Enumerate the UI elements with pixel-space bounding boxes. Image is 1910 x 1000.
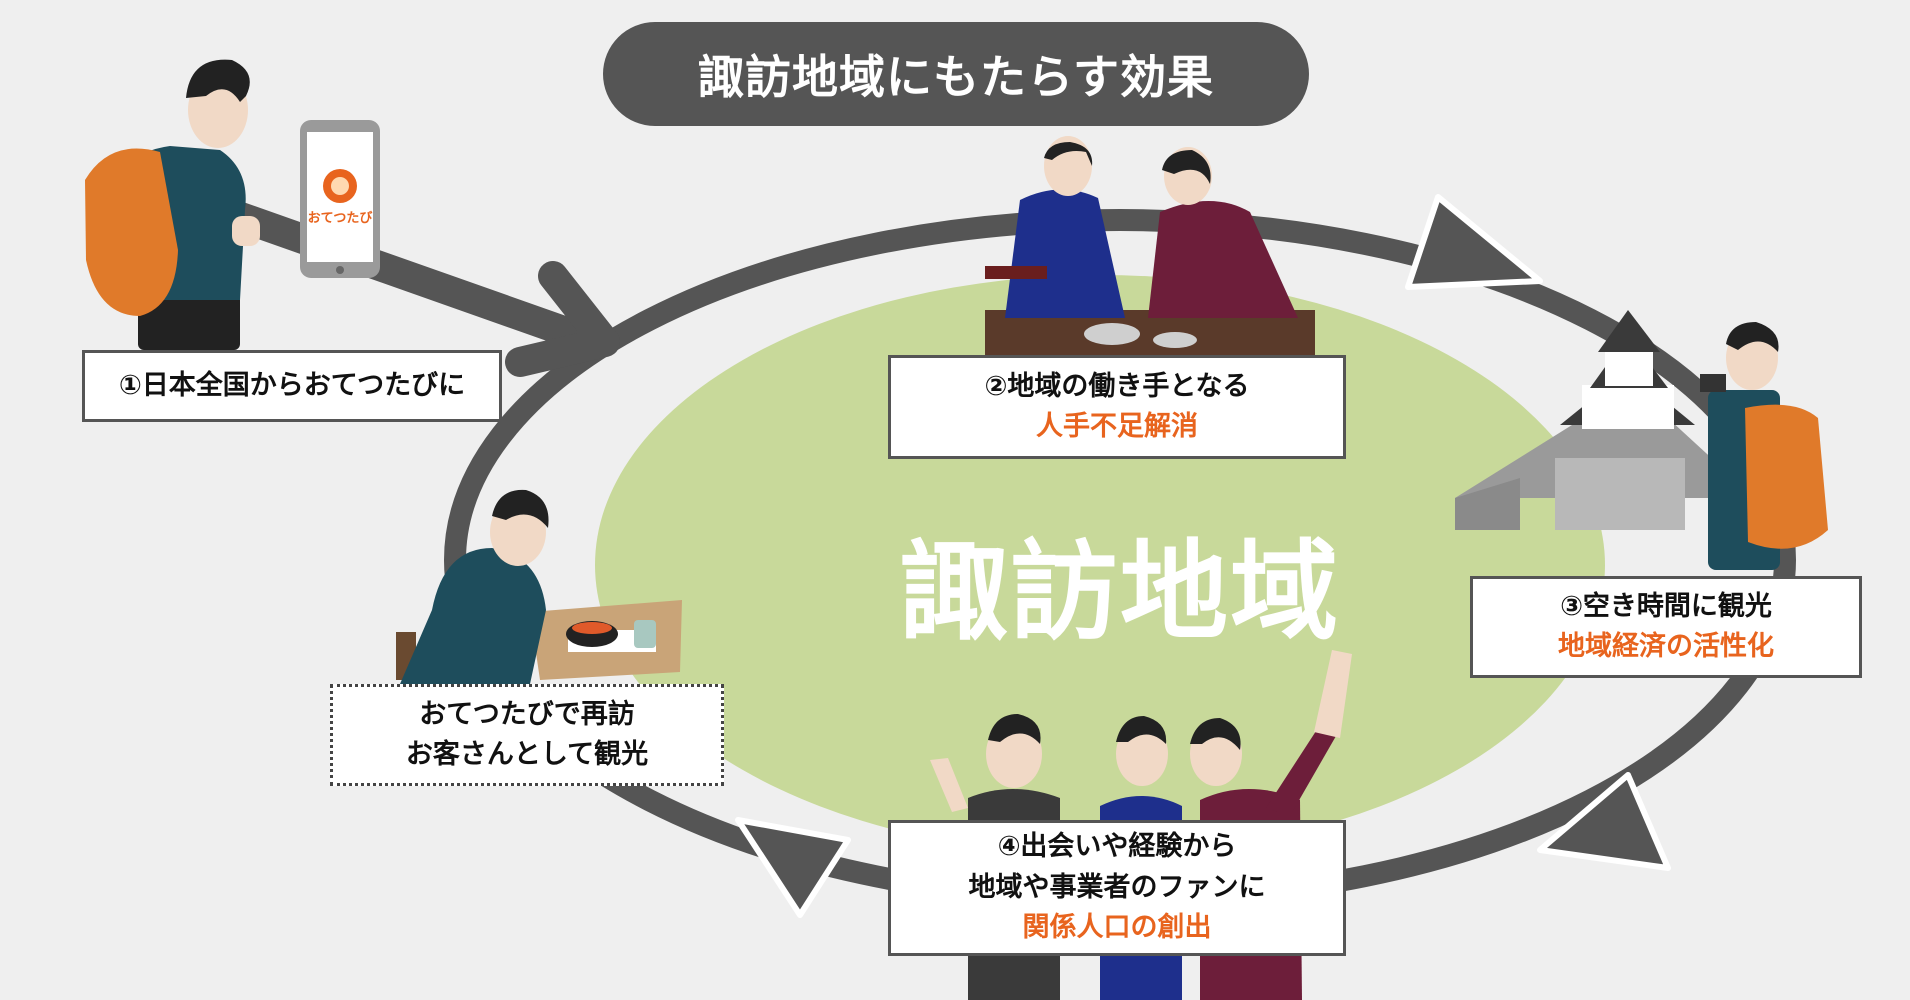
diner-at-table-icon xyxy=(396,489,682,684)
cycle-arrow-bottom-right-icon xyxy=(1537,772,1671,871)
svg-text:おてつたび: おてつたび xyxy=(308,211,374,226)
step-3-highlight: 地域経済の活性化 xyxy=(1558,631,1774,662)
step-3-box: ③空き時間に観光 地域経済の活性化 xyxy=(1470,576,1862,678)
center-region-label: 諏訪地域 xyxy=(899,530,1340,655)
step-2-highlight: 人手不足解消 xyxy=(1036,411,1198,442)
smartphone-icon: おてつたび xyxy=(300,120,380,278)
step-4-highlight: 関係人口の創出 xyxy=(1022,912,1212,944)
entry-arrow-icon xyxy=(220,200,620,377)
castle-tourist-icon xyxy=(1455,310,1828,570)
revisit-text-line2: お客さんとして観光 xyxy=(405,739,649,770)
step-4-text-line1: ④出会いや経験から xyxy=(997,831,1237,863)
cycle-arrow-top-right-icon xyxy=(1405,194,1543,290)
step-4-box: ④出会いや経験から 地域や事業者のファンに 関係人口の創出 xyxy=(888,820,1346,956)
step-1-text: ①日本全国からおてつたびに xyxy=(118,369,466,401)
cycle-arrow-bottom-left-icon xyxy=(735,817,851,918)
step-1-box: ①日本全国からおてつたびに xyxy=(82,350,502,422)
step-4-text-line2: 地域や事業者のファンに xyxy=(968,871,1266,903)
step-2-box: ②地域の働き手となる 人手不足解消 xyxy=(888,355,1346,459)
inn-workers-icon xyxy=(985,136,1315,358)
step-3-text: ③空き時間に観光 xyxy=(1560,590,1772,622)
revisit-text-line1: おてつたびで再訪 xyxy=(419,698,635,730)
traveler-figure-icon xyxy=(85,59,260,350)
step-2-text: ②地域の働き手となる xyxy=(984,370,1250,402)
revisit-box: おてつたびで再訪 お客さんとして観光 xyxy=(330,684,724,786)
page-title: 諏訪地域にもたらす効果 xyxy=(603,22,1309,126)
center-ellipse xyxy=(595,275,1605,855)
